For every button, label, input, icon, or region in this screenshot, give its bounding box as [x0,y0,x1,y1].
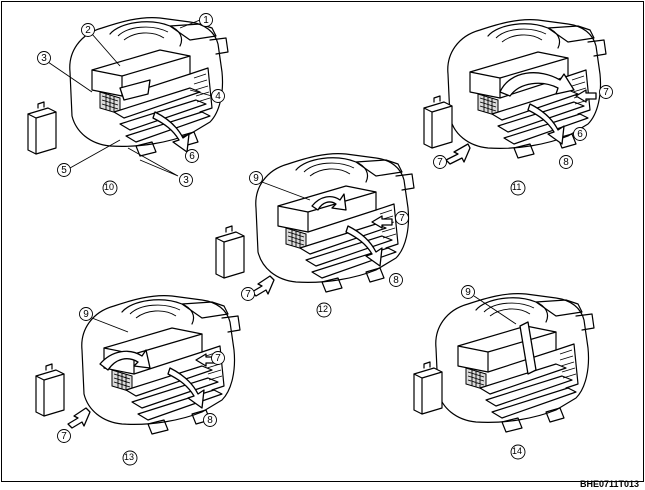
callout-number: 7 [245,289,251,300]
callout-view11-0: 7 [599,85,613,99]
callout-number: 9 [253,173,259,184]
callout-circle [389,273,403,287]
view-label-circle [510,180,526,196]
callout-circle [211,351,225,365]
callout-circle [211,89,225,103]
view-10-caption: 10 [104,182,114,192]
callout-view10-4: 5 [57,163,71,177]
callout-circle [573,127,587,141]
view-label-circle [102,180,118,196]
view-label-circle [316,302,332,318]
callout-circle [395,211,409,225]
callout-view12-1: 7 [395,211,409,225]
callout-number: 8 [393,275,399,286]
callout-view12-2: 8 [389,273,403,287]
callout-number: 8 [563,157,569,168]
callout-number: 2 [85,25,91,36]
callout-circle [81,23,95,37]
callout-circle [433,155,447,169]
callout-circle [199,13,213,27]
callout-circle [203,413,217,427]
callout-view14-0: 9 [461,285,475,299]
callout-circle [37,51,51,65]
callout-view11-3: 7 [433,155,447,169]
callout-view13-3: 7 [57,429,71,443]
view-10-drawing [27,17,229,177]
callout-circle [185,149,199,163]
callout-number: 3 [183,175,189,186]
view-12-drawing [215,153,415,297]
callout-number: 7 [61,431,67,442]
callout-view13-2: 8 [203,413,217,427]
view-label-circle [510,444,526,460]
callout-view13-0: 9 [79,307,93,321]
callout-number: 9 [83,309,89,320]
callout-view10-1: 2 [81,23,95,37]
callout-circle [461,285,475,299]
view-13-label: 13 [124,452,135,462]
callout-number: 7 [437,157,443,168]
callout-number: 4 [215,91,221,102]
callout-view12-3: 7 [241,287,255,301]
view-10-label: 10 [104,182,115,192]
callout-view12-0: 9 [249,171,263,185]
callout-number: 7 [603,87,609,98]
callout-view11-2: 8 [559,155,573,169]
view-13-caption: 13 [124,452,134,462]
view-12-label: 12 [318,304,329,314]
callout-view10-5: 6 [185,149,199,163]
callout-view10-6: 3 [179,173,193,187]
callout-circle [249,171,263,185]
view-14-label: 14 [512,446,523,456]
callout-circle [57,429,71,443]
callout-circle [559,155,573,169]
callout-view11-1: 6 [573,127,587,141]
callout-view10-0: 1 [199,13,213,27]
view-13-drawing [35,295,241,435]
view-label-circle [122,450,138,466]
callout-number: 7 [215,353,221,364]
view-12-caption: 12 [318,304,328,314]
view-14-drawing [413,293,595,433]
callout-view10-3: 4 [211,89,225,103]
callout-number: 6 [189,151,195,162]
view-11-drawing [423,19,607,165]
callout-view13-1: 7 [211,351,225,365]
callout-circle [179,173,193,187]
callout-number: 6 [577,129,583,140]
callout-circle [241,287,255,301]
callout-circle [79,307,93,321]
view-14-caption: 14 [512,446,522,456]
document-code: BHE0711T013 [579,479,639,489]
callout-number: 8 [207,415,213,426]
callout-view10-2: 3 [37,51,51,65]
callout-number: 7 [399,213,405,224]
callout-number: 5 [61,165,67,176]
view-11-label: 11 [512,182,522,192]
callout-number: 1 [203,15,209,26]
callout-circle [57,163,71,177]
view-11-caption: 11 [512,182,521,192]
callout-number: 9 [465,287,471,298]
callout-circle [599,85,613,99]
callout-number: 3 [41,53,47,64]
